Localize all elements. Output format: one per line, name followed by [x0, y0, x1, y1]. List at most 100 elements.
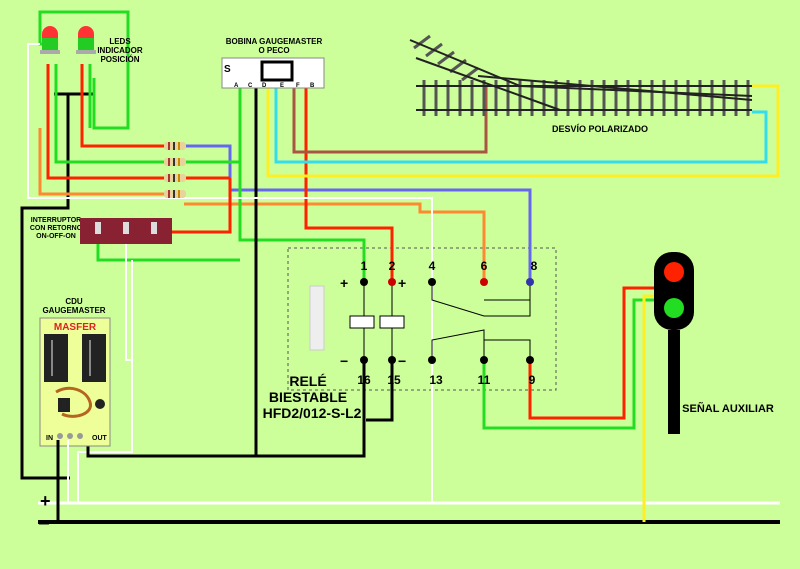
switch-terminal-2 [123, 222, 129, 234]
relay-coil-b [379, 315, 405, 329]
wire-yellow-signal [642, 294, 656, 522]
desvio-label: DESVÍO POLARIZADO [552, 124, 648, 134]
relay-outline [287, 247, 557, 391]
signal-red-light [664, 262, 684, 282]
bobina-pin-e: E [280, 83, 284, 89]
cdu-in-label: IN [46, 435, 53, 442]
wire-red-bobina-relay [304, 76, 394, 282]
relay-pin-11: 11 [478, 373, 491, 387]
bobina-pin-f: F [296, 83, 300, 89]
led-red-green-2 [76, 26, 96, 54]
wire-brown-frog [292, 76, 488, 154]
bobina-s-label: S [224, 64, 231, 75]
resistor-4 [164, 190, 186, 198]
switch-terminal-1 [95, 222, 101, 234]
bobina-pin-d: D [262, 83, 267, 89]
bobina-label-1: BOBINA GAUGEMASTER [226, 37, 323, 46]
signal-green-light [664, 298, 684, 318]
rele-label-3: HFD2/012-S-L2 [263, 405, 362, 421]
wire-white-switch [125, 228, 132, 361]
relay-minus-a: − [340, 353, 348, 369]
cdu-capacitor-1 [44, 334, 68, 382]
relay-contact-3 [484, 282, 531, 301]
wire-white-switch-cdu [77, 260, 133, 503]
resistor-1 [164, 142, 186, 150]
relay-pin-4: 4 [429, 259, 436, 273]
wire-black-led-ground [20, 94, 70, 480]
wire-green-bobina-relay [238, 88, 366, 282]
relay-coil-a [349, 315, 375, 329]
plus-rail-label: + [40, 491, 51, 511]
bobina-coil [260, 60, 294, 82]
cdu-pin-2 [67, 433, 73, 439]
bobina-pin-a: A [234, 83, 239, 89]
wire-yellow-bobina [266, 76, 780, 178]
relay-bottom-pins [360, 356, 534, 364]
relay-plus-b: + [398, 275, 406, 291]
wire-orange-to-resistor4 [38, 128, 170, 196]
relay-contact-1 [431, 282, 531, 317]
relay-pin-6: 6 [481, 259, 488, 273]
cdu-led [95, 399, 105, 409]
cdu-label-1: CDU [65, 297, 83, 306]
relay-pin-8: 8 [531, 259, 538, 273]
wire-red-led2 [80, 64, 170, 148]
relay-pin-2: 2 [389, 259, 396, 273]
cdu-capacitor-2 [82, 334, 106, 382]
wire-green-signal [482, 298, 656, 430]
relay-plus-a: + [340, 275, 348, 291]
cdu-trace [55, 386, 92, 418]
wire-black-relay-16 [86, 360, 366, 458]
relay-pin-9: 9 [529, 373, 536, 387]
bobina-pin-c: C [248, 83, 253, 89]
relay-pin-15: 15 [387, 373, 401, 387]
interruptor-label-2: CON RETORNO [30, 225, 83, 232]
wire-red-signal [528, 286, 656, 420]
relay-pin-13: 13 [429, 373, 443, 387]
relay-pin-1: 1 [361, 259, 368, 273]
wire-white-bobina [232, 197, 433, 503]
bobina-label-2: O PECO [258, 46, 289, 55]
senal-label: SEÑAL AUXILIAR [682, 402, 774, 415]
turnout-track [409, 34, 753, 116]
interruptor-label-1: INTERRUPTOR [31, 217, 81, 224]
cdu-transistor [58, 398, 70, 412]
relay-coil-hatch [309, 285, 325, 351]
cdu-out-label: OUT [92, 435, 108, 442]
interruptor-label-3: ON-OFF-ON [36, 233, 76, 240]
bobina-body [221, 57, 325, 89]
wire-black-led-common [54, 78, 96, 96]
relay-contact-4 [484, 339, 531, 360]
signal-head [654, 252, 694, 330]
leds-label-1: LEDS [109, 37, 131, 46]
led-red-green-1 [40, 26, 60, 54]
rele-label-2: BIESTABLE [269, 389, 347, 405]
rele-label-1: RELÉ [289, 373, 326, 389]
cdu-brand: MASFER [54, 322, 97, 333]
switch-terminal-3 [151, 222, 157, 234]
relay-contact-2 [431, 329, 485, 360]
relay-minus-b: − [398, 353, 406, 369]
cdu-label-2: GAUGEMASTER [42, 306, 105, 315]
leds-label-3: POSICIÓN [100, 55, 139, 64]
wire-red-to-resistor3 [46, 94, 170, 180]
wire-red-switch [160, 178, 232, 234]
wire-green-led1 [54, 64, 170, 164]
wire-cyan-bobina [274, 76, 768, 164]
relay-top-pins [360, 278, 534, 286]
wire-white-led-frame [27, 43, 230, 199]
wire-orange-resistor [184, 202, 486, 282]
wire-blue-resistor [184, 144, 532, 282]
wire-green-resistor [184, 88, 242, 164]
bobina-pin-b: B [310, 83, 315, 89]
cdu-pin-3 [77, 433, 83, 439]
resistor-3 [164, 174, 186, 182]
resistor-2 [164, 158, 186, 166]
minus-rail-label: − [38, 513, 50, 535]
signal-mast [668, 330, 680, 434]
leds-label-2: INDICADOR [97, 46, 143, 55]
relay-pin-16: 16 [357, 373, 371, 387]
wire-black-relay-15 [366, 360, 394, 422]
